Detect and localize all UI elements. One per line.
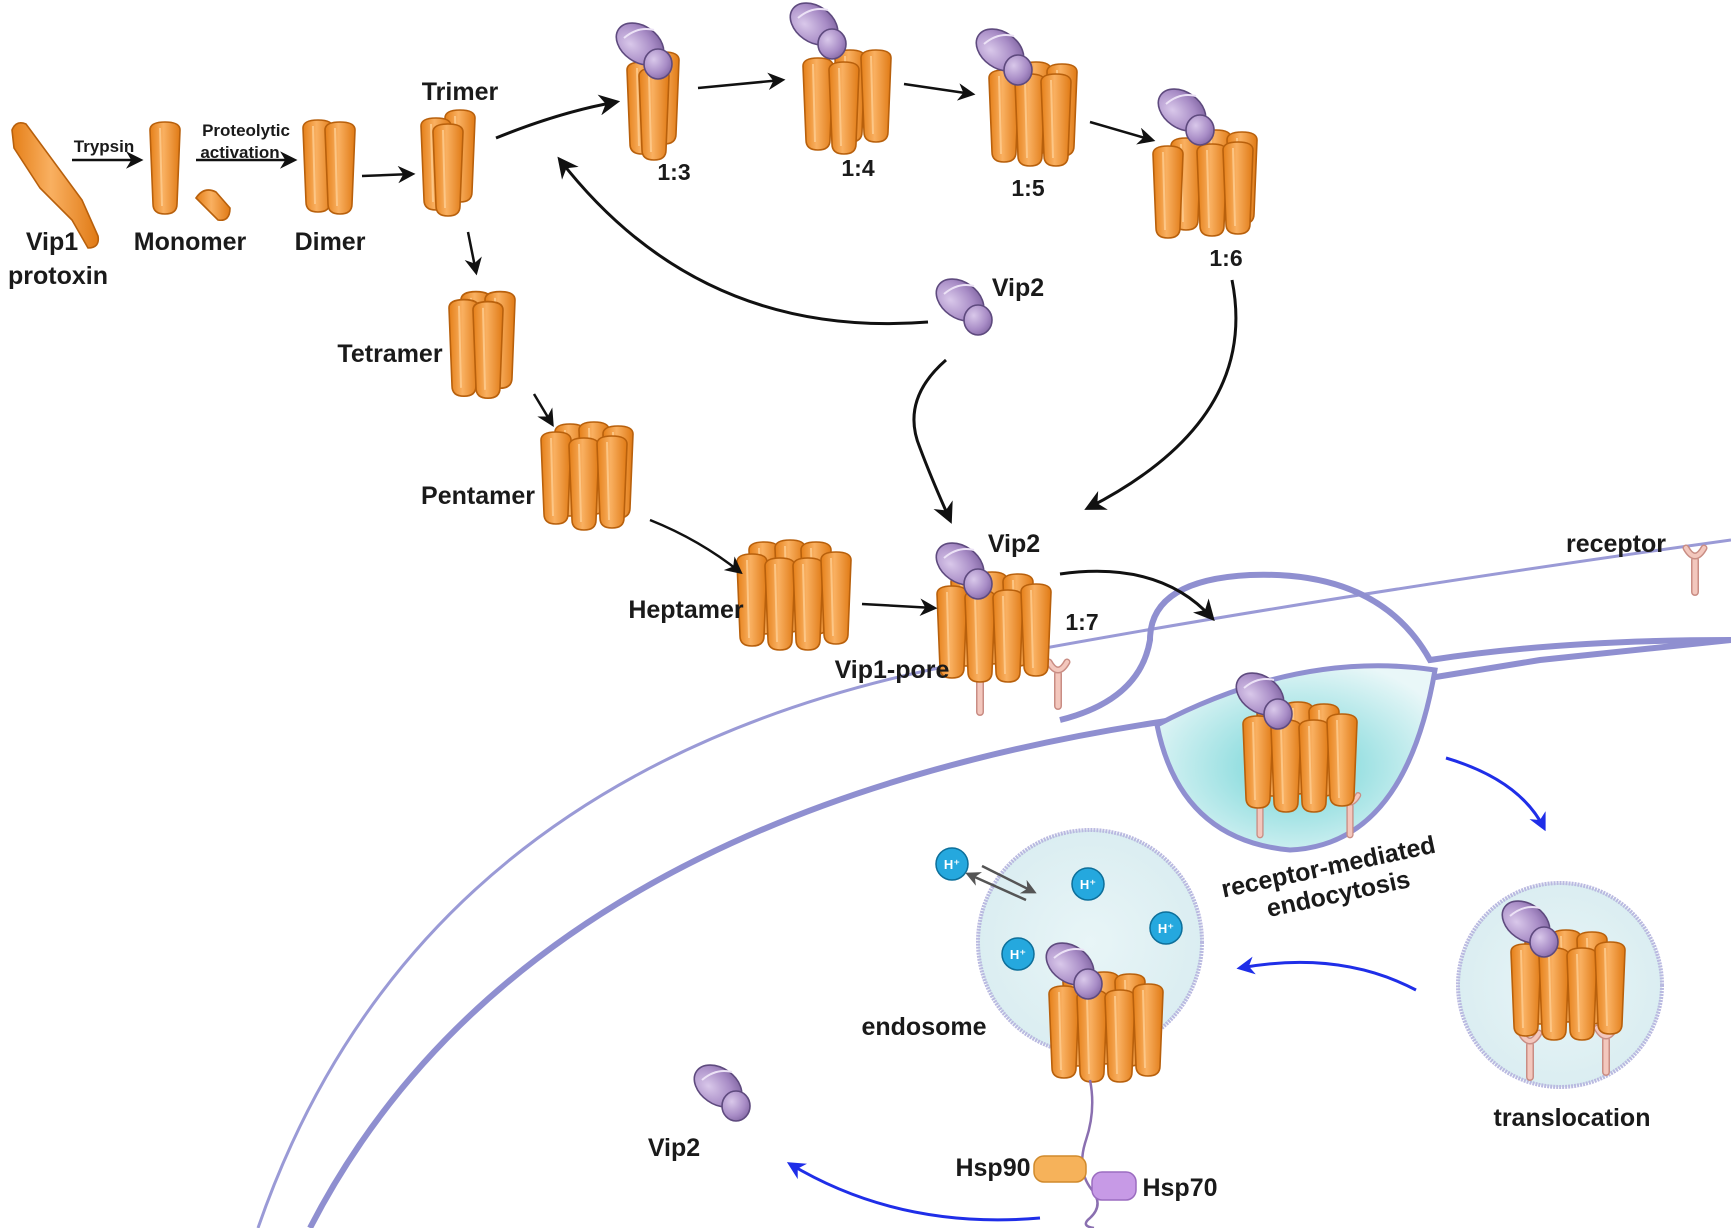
unfolded-chain [1080,1079,1099,1228]
arrow-pentamer-heptamer [649,518,743,575]
monomer-shape [149,121,231,222]
arrow-pit-translocation [1445,756,1546,832]
label-tetramer: Tetramer [337,340,442,368]
vip2-free-top [927,269,993,336]
svg-text:H⁺: H⁺ [944,857,960,872]
complex-1-4 [781,0,892,155]
label-vip2-pore: Vip2 [988,530,1040,558]
label-translocation: translocation [1494,1104,1651,1132]
arrow-dimer-trimer [361,165,416,184]
arrow-vip2-trimer [557,156,929,326]
label-vip1-protoxin-2: protoxin [8,262,108,290]
label-ratio-1-4: 1:4 [841,155,874,181]
arrow-proton-exchange-out [965,872,1027,902]
arrow-vip2-pore [912,358,953,524]
vip1-pore-complex [927,533,1067,712]
proton-2: H⁺ [1071,867,1105,901]
label-dimer: Dimer [295,228,366,256]
hsp90-shape [1033,1155,1087,1183]
arrow-heptamer-pore [861,598,938,616]
arrow-translocation-endosome [1236,956,1417,992]
label-vip1-pore: Vip1-pore [835,656,950,684]
arrow-1-6-pore [1084,279,1238,510]
svg-text:H⁺: H⁺ [1010,947,1026,962]
label-vip2-top: Vip2 [992,274,1044,302]
trimer-shape [420,109,476,217]
complex-1-3 [607,13,680,161]
arrow-proton-exchange-in [981,864,1037,894]
arrow-release-vip2 [786,1162,1041,1222]
label-pentamer: Pentamer [421,482,535,510]
arrow-pore-receptor [1059,569,1215,622]
proton-1: H⁺ [935,847,969,881]
label-proteolytic-2: activation [200,143,279,162]
label-ratio-1-3: 1:3 [657,159,690,185]
complex-1-5 [967,19,1078,167]
arrow-tetramer-pentamer [532,393,554,428]
label-ratio-1-5: 1:5 [1011,175,1044,201]
receptor-shape [1686,548,1704,592]
pentamer-shape [540,421,634,531]
label-vip1-protoxin-1: Vip1 [26,228,78,256]
label-hsp70: Hsp70 [1142,1174,1217,1202]
arrow-1-3-1-4 [697,72,786,91]
proton-3: H⁺ [1149,911,1183,945]
arrow-trimer-tetramer [464,231,482,276]
svg-text:H⁺: H⁺ [1158,921,1174,936]
label-vip2-released: Vip2 [648,1134,700,1162]
arrow-1-5-1-6 [1089,120,1156,145]
label-endosome: endosome [861,1013,986,1041]
hsp70-shape [1091,1171,1137,1201]
label-ratio-1-6: 1:6 [1209,245,1242,271]
vip2-released-shape [685,1055,751,1122]
label-trimer: Trimer [422,78,499,106]
label-hsp90: Hsp90 [955,1154,1030,1182]
arrow-1-4-1-5 [903,82,976,101]
label-trypsin: Trypsin [74,137,134,156]
proton-4: H⁺ [1001,937,1035,971]
dimer-shape [302,119,356,215]
label-proteolytic-1: Proteolytic [202,121,290,140]
svg-text:H⁺: H⁺ [1080,877,1096,892]
label-heptamer: Heptamer [628,596,744,624]
label-ratio-1-7: 1:7 [1065,609,1098,635]
tetramer-shape [447,290,517,400]
vip1-protoxin-shape [11,122,100,249]
label-receptor: receptor [1566,530,1666,558]
heptamer-shape [736,539,852,651]
complex-1-6 [1149,79,1258,239]
arrow-trimer-1-3 [495,94,621,140]
plasma-membrane [1059,571,1731,723]
label-monomer: Monomer [134,228,247,256]
